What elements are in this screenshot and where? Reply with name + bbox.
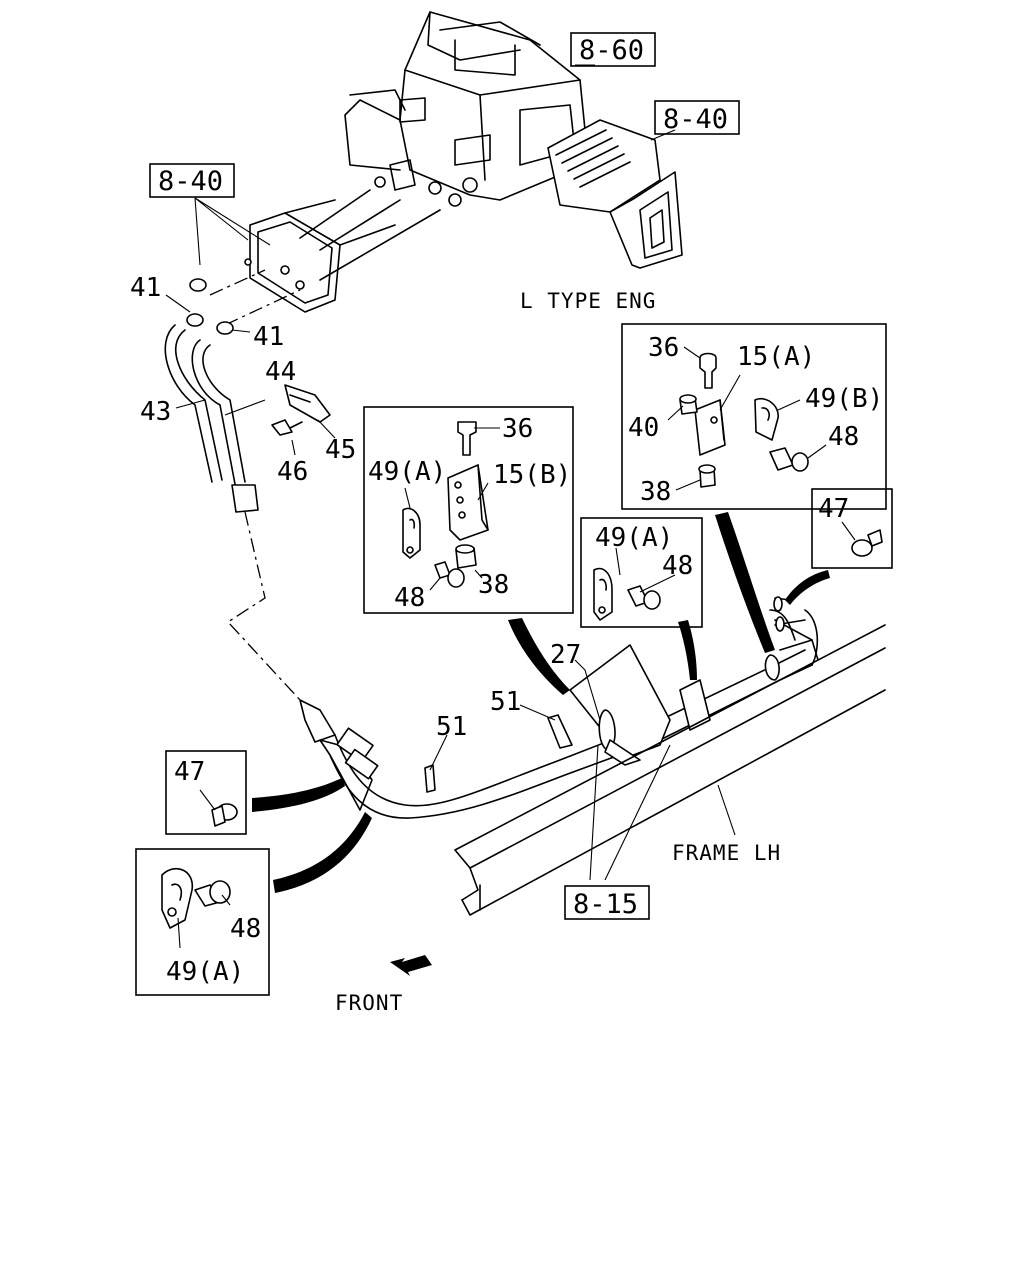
leader-wedges <box>252 512 830 893</box>
ref-box-8-40-top <box>654 100 740 135</box>
detail-box-47-right <box>811 488 893 569</box>
right-part-15a-label: 15(A) <box>737 342 815 372</box>
ref-label-8-15: 8-15 <box>573 889 638 920</box>
small-part-49a-label: 49(A) <box>595 523 673 553</box>
right-part-48-label: 48 <box>828 422 859 452</box>
l-type-eng-note: L TYPE ENG <box>520 289 656 313</box>
bracket-15b-detail <box>402 421 489 588</box>
front-label: FRONT <box>335 991 403 1015</box>
clip-49a-small-detail <box>593 567 661 621</box>
part-48-left-label: 48 <box>230 914 261 944</box>
part-27-label: 27 <box>550 640 581 670</box>
part-51-label-a: 51 <box>490 687 521 717</box>
part-45-label: 45 <box>325 435 356 465</box>
bracket-15a-detail <box>679 352 809 488</box>
ref-box-8-15 <box>564 885 650 920</box>
detail-box-15b <box>363 406 574 614</box>
ref-box-8-40-left <box>149 163 235 198</box>
center-part-38-label: 38 <box>478 570 509 600</box>
ref-label-8-40-top: 8-40 <box>663 104 728 135</box>
part-51-label-b: 51 <box>436 712 467 742</box>
frame-lh-label: FRAME LH <box>672 841 781 865</box>
right-part-38-label: 38 <box>640 477 671 507</box>
hose-clamp-41 <box>186 278 234 335</box>
clip-49a-large-detail <box>161 867 231 929</box>
part-49a-left-label: 49(A) <box>166 957 244 987</box>
hose-clip-45 <box>284 384 331 423</box>
hose-clamp-47-right <box>851 529 883 557</box>
detail-box-47-left <box>165 750 247 835</box>
center-part-15b-label: 15(B) <box>493 460 571 490</box>
main-heater-pipe <box>299 596 819 819</box>
pipe-flange-plate <box>244 189 441 313</box>
part-44-label: 44 <box>265 357 296 387</box>
screw-46 <box>271 419 303 436</box>
detail-box-49a-large <box>135 848 270 996</box>
small-part-48-label: 48 <box>662 551 693 581</box>
right-part-40-label: 40 <box>628 413 659 443</box>
part-43-label: 43 <box>140 397 171 427</box>
center-part-36-label: 36 <box>502 414 533 444</box>
center-part-49a-label: 49(A) <box>368 457 446 487</box>
ref-label-8-60: 8-60 <box>579 35 644 66</box>
right-part-49b-label: 49(B) <box>805 384 883 414</box>
clamp-51 <box>424 714 573 793</box>
heater-unit <box>344 11 586 207</box>
ref-box-8-60 <box>570 32 656 67</box>
front-arrow-icon <box>390 955 432 976</box>
ref-label-8-40-left: 8-40 <box>158 166 223 197</box>
part-47-right-label: 47 <box>818 494 849 524</box>
heater-hoses-43-44 <box>164 324 259 513</box>
detail-box-15a <box>621 323 887 510</box>
part-41-label-b: 41 <box>253 322 284 352</box>
part-47-left-label: 47 <box>174 757 205 787</box>
center-part-48-label: 48 <box>394 583 425 613</box>
hose-clamp-47-left <box>211 803 238 827</box>
frame-lh <box>454 624 886 916</box>
blower-duct <box>547 119 683 269</box>
pipe-hose-joint <box>336 727 379 780</box>
detail-box-49a-small <box>580 517 703 628</box>
part-41-label-a: 41 <box>130 273 161 303</box>
part-46-label: 46 <box>277 457 308 487</box>
pipe-brackets <box>569 644 780 766</box>
right-part-36-label: 36 <box>648 333 679 363</box>
